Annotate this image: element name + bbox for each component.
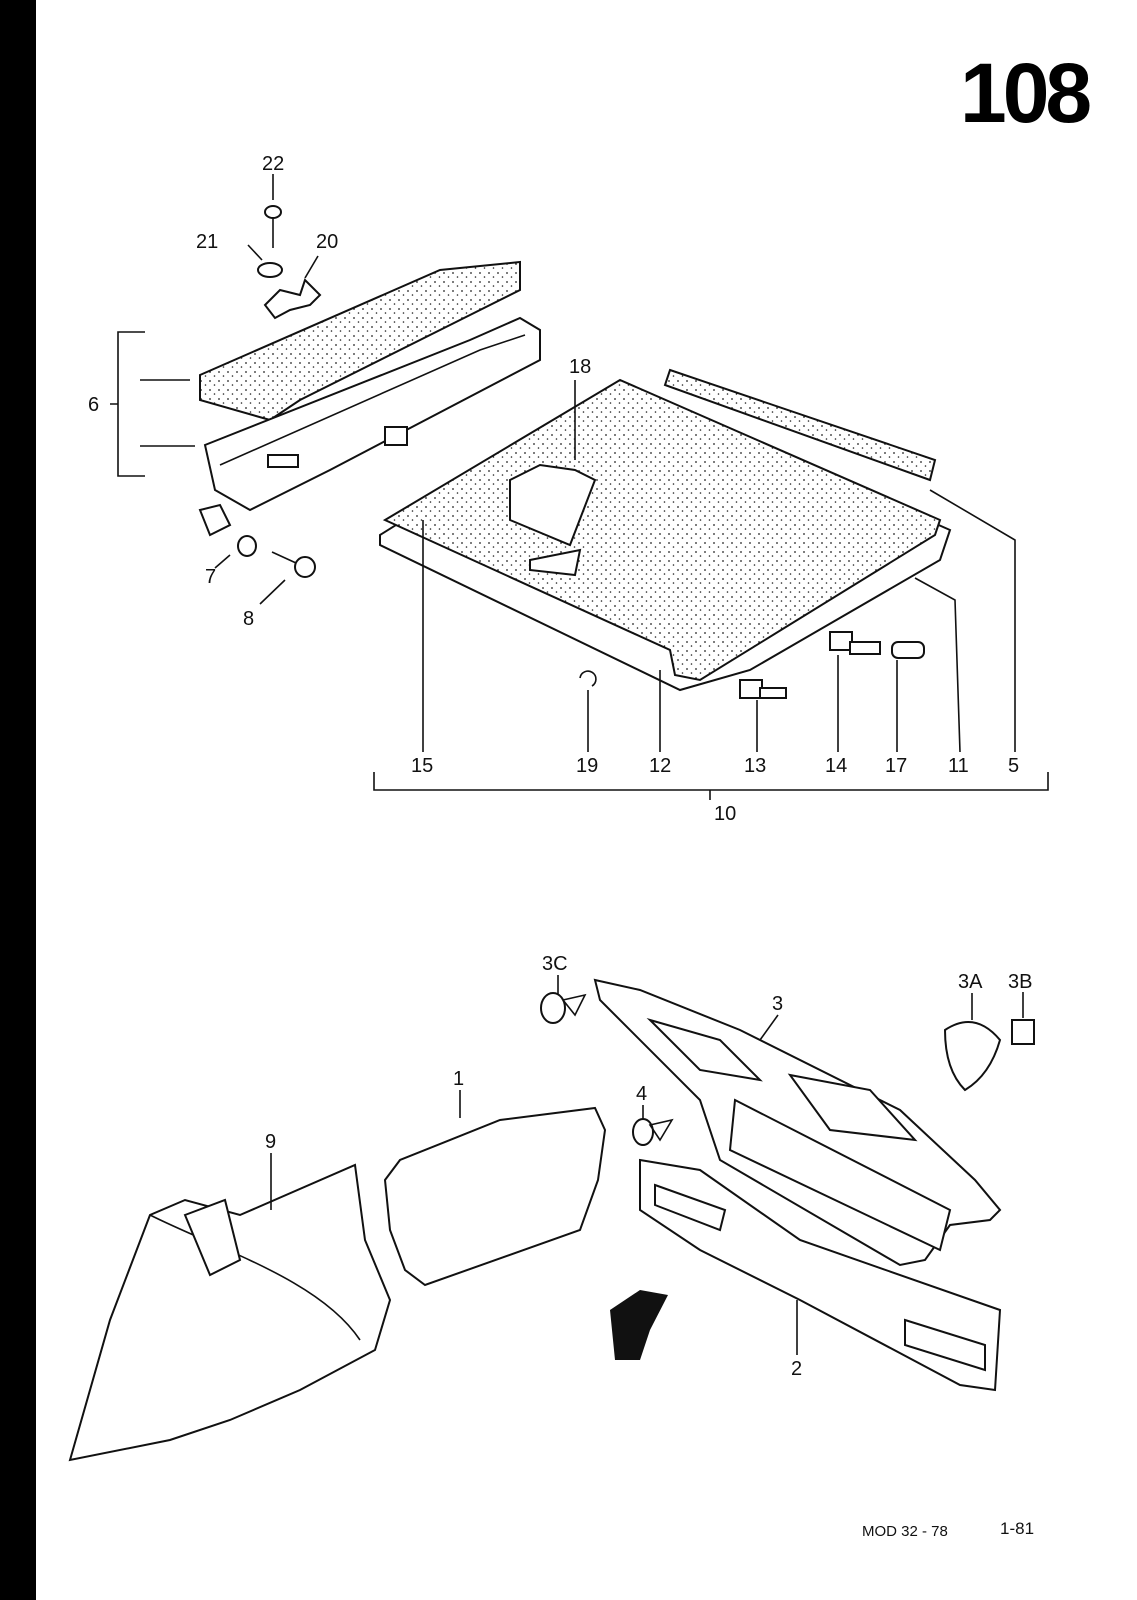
part-1-trim-panel [383, 1106, 607, 1287]
part-13-clip [739, 679, 787, 699]
callout-8: 8 [243, 608, 254, 630]
callout-3: 3 [772, 993, 783, 1015]
part-10-bracket [373, 772, 1049, 800]
leader-lines-upper [214, 174, 1016, 753]
callout-20: 20 [316, 231, 338, 253]
part-7-washer [237, 535, 257, 557]
part-3A-cover [943, 1021, 1002, 1092]
callout-6: 6 [88, 394, 99, 416]
part-14-clip [829, 631, 881, 655]
callout-21: 21 [196, 231, 218, 253]
callout-7: 7 [205, 566, 216, 588]
part-20-clip [263, 278, 322, 320]
part-3C-clip [540, 992, 587, 1024]
callout-3B: 3B [1008, 971, 1032, 993]
callout-4: 4 [636, 1083, 647, 1105]
callout-14: 14 [825, 755, 847, 777]
callout-18: 18 [569, 356, 591, 378]
callout-17: 17 [885, 755, 907, 777]
part-9-wheelhouse-trim [68, 1163, 392, 1462]
footer-model: MOD 32 - 78 [862, 1523, 948, 1540]
part-2-lower-trim [639, 1158, 1002, 1392]
callout-3A: 3A [958, 971, 983, 993]
part-21-washer [257, 262, 283, 278]
part-3-rear-panel-trim [593, 978, 1002, 1267]
callout-22: 22 [262, 153, 284, 175]
part-8-screw [271, 551, 316, 578]
callout-15: 15 [411, 755, 433, 777]
page-number: 108 [960, 46, 1090, 140]
part-10-parcel-shelf [379, 368, 952, 692]
callout-19: 19 [576, 755, 598, 777]
leader-lines-lower [270, 975, 1024, 1355]
callout-12: 12 [649, 755, 671, 777]
part-17-plug [891, 641, 925, 659]
callout-5: 5 [1008, 755, 1019, 777]
part-22-screw [264, 205, 282, 248]
part-6-bracket [110, 331, 195, 477]
scan-edge [0, 0, 36, 1600]
callout-1: 1 [453, 1068, 464, 1090]
scan-smudge [610, 1290, 668, 1360]
callout-3C: 3C [542, 953, 568, 975]
part-3B-clip [1011, 1019, 1035, 1045]
callout-13: 13 [744, 755, 766, 777]
callout-9: 9 [265, 1131, 276, 1153]
footer-date: 1-81 [1000, 1519, 1034, 1538]
callout-2: 2 [791, 1358, 802, 1380]
part-19-clip [579, 670, 597, 687]
part-6-trim-panel [198, 260, 541, 537]
callout-10: 10 [714, 803, 736, 825]
callout-11: 11 [948, 755, 969, 777]
part-4-clip [632, 1118, 674, 1146]
